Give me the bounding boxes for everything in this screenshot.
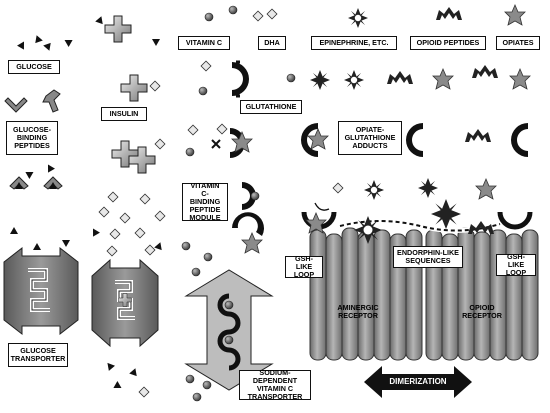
opiate-star <box>504 4 526 26</box>
glucose-binding-complexes <box>9 162 63 190</box>
label-endorphin-like-sequences: ENDORPHIN-LIKE SEQUENCES <box>393 246 463 268</box>
glucose-binding-peptides-shapes <box>4 89 61 113</box>
label-vitamin-c-binding-module: VITAMIN C- BINDING PEPTIDE MODULE <box>182 182 228 222</box>
glucose-triangles <box>17 33 73 53</box>
label-glucose: GLUCOSE <box>8 60 60 74</box>
dimerization-arrow <box>364 366 472 398</box>
svct-bottom-dots <box>185 374 212 402</box>
label-vitamin-c: VITAMIN C <box>178 36 230 50</box>
label-dimerization: DIMERIZATION <box>389 377 447 386</box>
label-glucose-transporter: GLUCOSE TRANSPORTER <box>8 343 68 367</box>
svct-transporter-shape <box>184 269 274 391</box>
label-opiate-glutathione-adducts: OPIATE- GLUTATHIONE ADDUCTS <box>338 121 402 155</box>
label-gsh-loop-left: GSH-LIKE LOOP <box>285 255 323 279</box>
label-insulin: INSULIN <box>101 107 147 121</box>
glutathione-reaction <box>185 123 253 158</box>
epinephrine-star <box>348 8 368 28</box>
insulin-bottom-shapes <box>104 360 150 398</box>
glutathione-c-shape <box>198 60 249 98</box>
label-opioid-peptides: OPIOID PEPTIDES <box>410 36 486 50</box>
insulin-crosses <box>104 15 156 174</box>
opioid-peptide-shape <box>436 7 462 20</box>
ligand-row-3 <box>314 178 497 211</box>
insulin-diamonds <box>89 191 166 257</box>
receptor-top-loops <box>301 199 533 244</box>
label-opiates: OPIATES <box>496 36 540 50</box>
label-gsh-loop-right: GSH-LIKE LOOP <box>496 253 536 277</box>
label-dha: DHA <box>258 36 286 50</box>
glucose-transporter-shape <box>3 227 79 336</box>
adduct-shapes <box>301 123 528 157</box>
insulin-transporter-shape <box>91 258 159 348</box>
label-aminergic-receptor: AMINERGIC RECEPTOR <box>337 303 379 320</box>
ligand-row-2 <box>310 65 531 90</box>
label-glutathione: GLUTATHIONE <box>240 100 302 114</box>
vitc-module-shapes <box>181 182 264 277</box>
label-svct: SODIUM-DEPENDENT VITAMIN C TRANSPORTER <box>239 369 311 401</box>
label-epinephrine: EPINEPHRINE, ETC. <box>311 36 397 50</box>
dha-diamonds <box>252 8 278 22</box>
label-glucose-binding-peptides: GLUCOSE- BINDING PEPTIDES <box>6 121 58 155</box>
label-opioid-receptor: OPIOID RECEPTOR <box>462 303 502 320</box>
